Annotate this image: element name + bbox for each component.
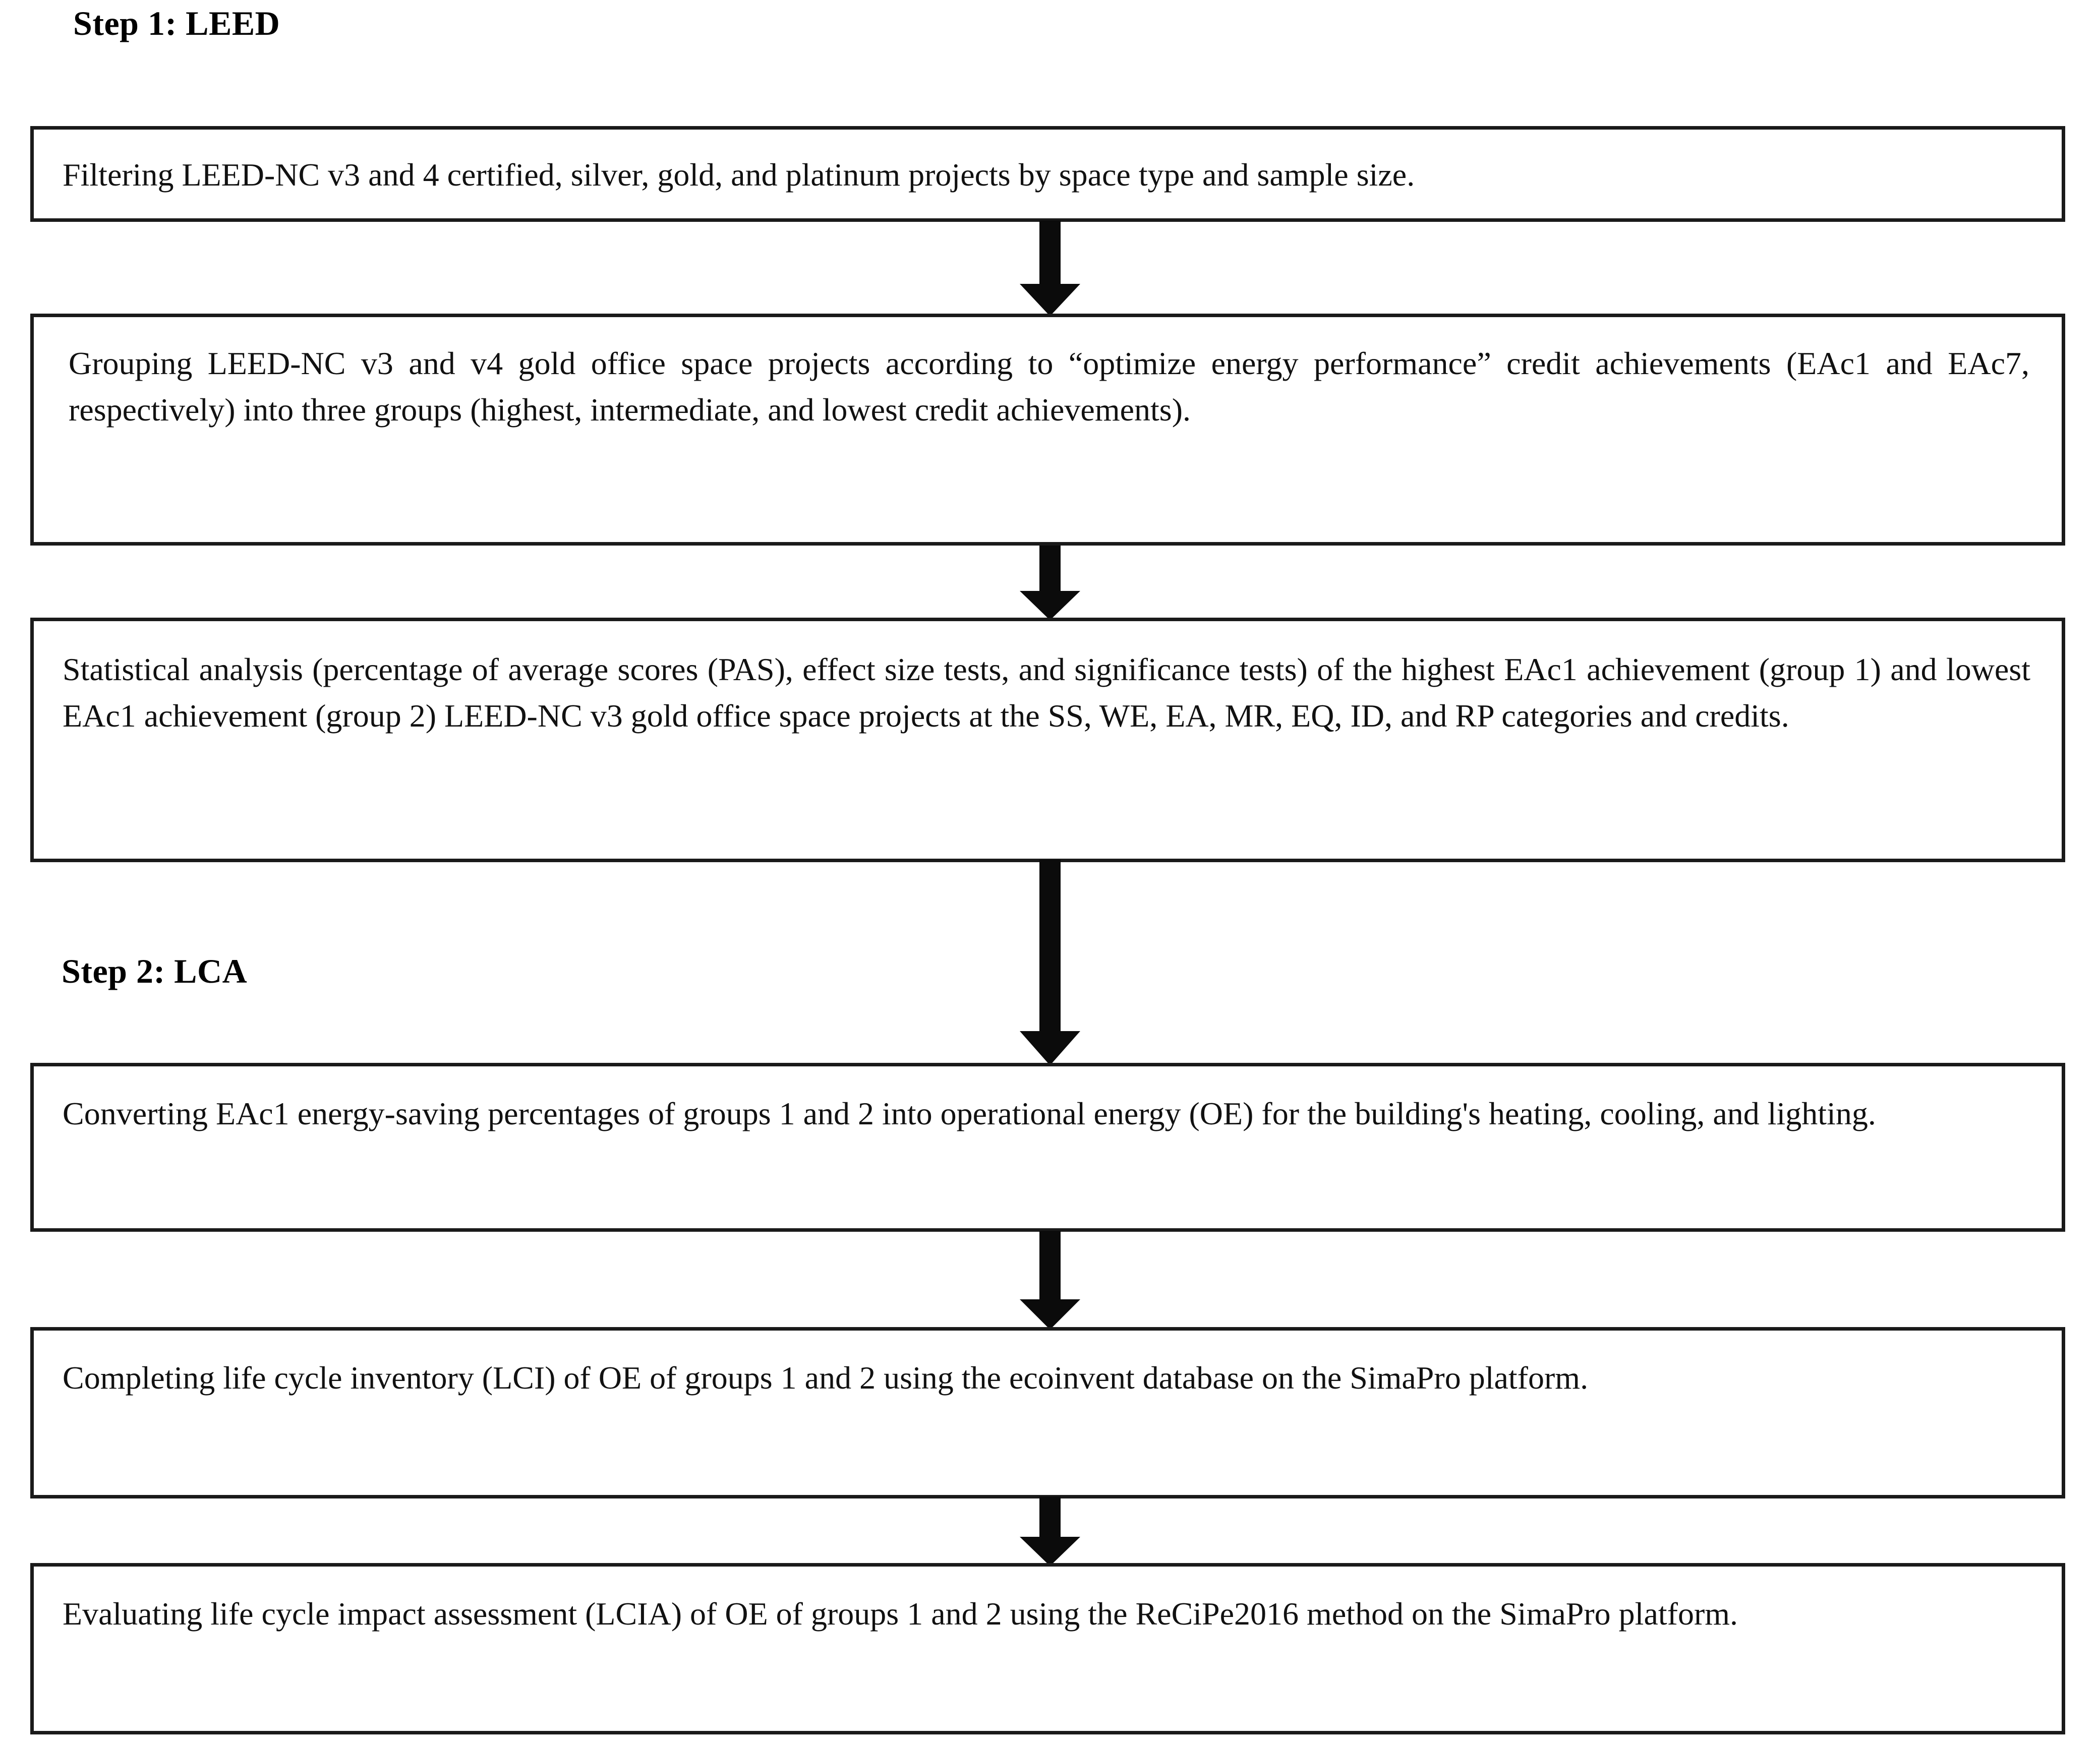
step-2-heading: Step 2: LCA bbox=[62, 952, 248, 990]
arrow-down-icon-2 bbox=[1020, 546, 1080, 620]
flow-box-grouping-text: Grouping LEED-NC v3 and v4 gold office s… bbox=[69, 345, 2029, 428]
arrow-down-icon-5 bbox=[1020, 1496, 1080, 1566]
arrow-down-icon-3 bbox=[1020, 860, 1080, 1065]
flow-box-converting-energy-text: Converting EAc1 energy-saving percentage… bbox=[63, 1096, 1876, 1131]
arrow-down-icon-4 bbox=[1020, 1231, 1080, 1330]
arrow-down-icon-1 bbox=[1020, 220, 1080, 316]
flow-box-statistical-analysis: Statistical analysis (percentage of aver… bbox=[30, 618, 2065, 862]
step-1-heading: Step 1: LEED bbox=[73, 4, 280, 42]
flow-box-converting-energy: Converting EAc1 energy-saving percentage… bbox=[30, 1063, 2065, 1232]
flow-box-filtering: Filtering LEED-NC v3 and 4 certified, si… bbox=[30, 126, 2065, 222]
flow-box-life-cycle-inventory: Completing life cycle inventory (LCI) of… bbox=[30, 1327, 2065, 1498]
flow-box-life-cycle-impact-assessment: Evaluating life cycle impact assessment … bbox=[30, 1563, 2065, 1734]
flow-box-life-cycle-inventory-text: Completing life cycle inventory (LCI) of… bbox=[63, 1360, 1589, 1396]
flow-box-grouping: Grouping LEED-NC v3 and v4 gold office s… bbox=[30, 314, 2065, 546]
flow-box-life-cycle-impact-assessment-text: Evaluating life cycle impact assessment … bbox=[63, 1596, 1738, 1632]
flow-box-statistical-analysis-text: Statistical analysis (percentage of aver… bbox=[63, 651, 2030, 734]
flow-box-filtering-text: Filtering LEED-NC v3 and 4 certified, si… bbox=[63, 157, 1415, 193]
